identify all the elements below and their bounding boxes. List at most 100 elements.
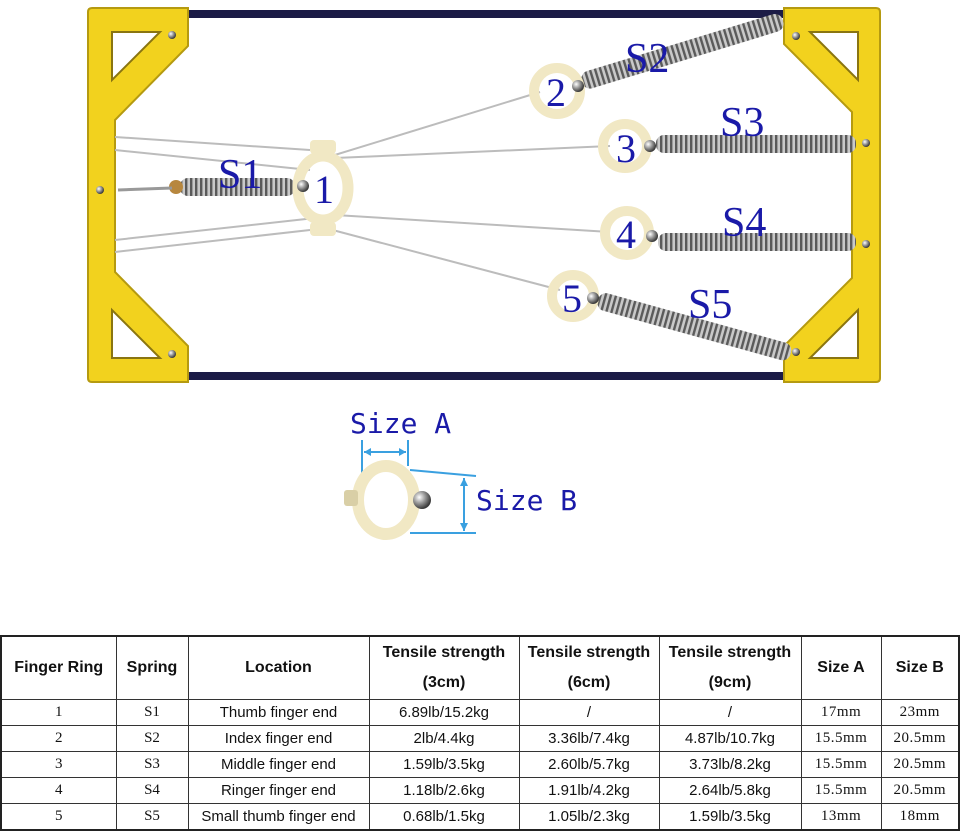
cell-finger-ring: 1 xyxy=(0,699,117,726)
cell-finger-ring: 4 xyxy=(0,777,117,804)
cell-tensile-3cm: 0.68lb/1.5kg xyxy=(368,803,520,831)
header-tensile-9cm: Tensile strength (9cm) xyxy=(658,635,802,700)
left-frame xyxy=(87,7,189,383)
header-size-b: Size B xyxy=(880,635,960,700)
right-frame xyxy=(783,7,881,383)
header-finger-ring-line1: Finger Ring xyxy=(14,659,104,676)
ring-labels: 1 2 3 4 5 xyxy=(314,70,636,321)
cell-size-a: 15.5mm xyxy=(800,777,882,804)
cell-tensile-6cm: 3.36lb/7.4kg xyxy=(518,725,660,752)
ring-label-5: 5 xyxy=(562,276,582,321)
spec-table: Finger Ring Spring Location Tensile strengt… xyxy=(0,635,960,831)
cell-size-a: 13mm xyxy=(800,803,882,831)
cell-tensile-3cm: 6.89lb/15.2kg xyxy=(368,699,520,726)
cell-size-b: 20.5mm xyxy=(880,751,960,778)
cell-location: Thumb finger end xyxy=(187,699,370,726)
table-header-row: Finger Ring Spring Location Tensile strengt… xyxy=(0,635,960,700)
header-tensile-9cm-line1: Tensile strength xyxy=(668,644,792,661)
cell-location: Index finger end xyxy=(187,725,370,752)
spring-s1 xyxy=(117,178,295,196)
frame-rails xyxy=(180,10,790,380)
cell-location: Ringer finger end xyxy=(187,777,370,804)
spring-s4 xyxy=(658,233,856,251)
cell-tensile-9cm: 4.87lb/10.7kg xyxy=(658,725,802,752)
header-size-a-line1: Size A xyxy=(817,659,865,676)
cell-size-a: 17mm xyxy=(800,699,882,726)
spring-s3 xyxy=(656,135,856,153)
header-tensile-3cm-line2: (3cm) xyxy=(422,674,466,691)
ring-label-2: 2 xyxy=(546,70,566,115)
cell-tensile-6cm: 2.60lb/5.7kg xyxy=(518,751,660,778)
cell-size-b: 18mm xyxy=(880,803,960,831)
header-tensile-6cm-line2: (6cm) xyxy=(567,674,611,691)
header-tensile-6cm-line1: Tensile strength xyxy=(527,644,651,661)
cell-tensile-6cm: 1.05lb/2.3kg xyxy=(518,803,660,831)
cell-tensile-3cm: 1.18lb/2.6kg xyxy=(368,777,520,804)
finger-trainer-diagram: 1 2 3 4 5 S1 S2 S3 S4 S5 xyxy=(87,7,881,383)
size-a-label: Size A xyxy=(350,407,451,440)
finger-ring-4 xyxy=(600,206,658,260)
cell-spring: S2 xyxy=(115,725,189,752)
cell-tensile-3cm: 2lb/4.4kg xyxy=(368,725,520,752)
cell-size-a: 15.5mm xyxy=(800,725,882,752)
header-location: Location xyxy=(187,635,370,700)
spring-label-s3: S3 xyxy=(720,100,764,146)
size-b-label: Size B xyxy=(476,484,577,517)
spring-s5 xyxy=(597,293,792,361)
spring-labels: S1 S2 S3 S4 S5 xyxy=(218,36,766,328)
cell-tensile-9cm: 1.59lb/3.5kg xyxy=(658,803,802,831)
header-tensile-3cm: Tensile strength (3cm) xyxy=(368,635,520,700)
size-b-dimension xyxy=(409,469,477,534)
cell-spring: S5 xyxy=(115,803,189,831)
header-tensile-9cm-line2: (9cm) xyxy=(708,674,752,691)
cell-finger-ring: 2 xyxy=(0,725,117,752)
spring-s2 xyxy=(581,13,784,89)
cell-tensile-9cm: 2.64lb/5.8kg xyxy=(658,777,802,804)
spring-label-s4: S4 xyxy=(722,200,766,246)
spring-label-s5: S5 xyxy=(688,282,732,328)
ring-label-1: 1 xyxy=(314,167,334,212)
header-location-line1: Location xyxy=(245,659,312,676)
cell-size-b: 20.5mm xyxy=(880,777,960,804)
cell-spring: S4 xyxy=(115,777,189,804)
header-size-a: Size A xyxy=(800,635,882,700)
cell-spring: S1 xyxy=(115,699,189,726)
spring-label-s2: S2 xyxy=(625,36,669,82)
cell-spring: S3 xyxy=(115,751,189,778)
cell-tensile-6cm: 1.91lb/4.2kg xyxy=(518,777,660,804)
cell-tensile-3cm: 1.59lb/3.5kg xyxy=(368,751,520,778)
header-tensile-6cm: Tensile strength (6cm) xyxy=(518,635,660,700)
ring-illustration xyxy=(344,460,431,540)
finger-rings xyxy=(292,63,658,322)
spring-label-s1: S1 xyxy=(218,152,262,198)
cell-tensile-6cm: / xyxy=(518,699,660,726)
header-size-b-line1: Size B xyxy=(895,659,944,676)
spec-table-container: Finger Ring Spring Location Tensile strengt… xyxy=(0,635,960,831)
springs xyxy=(117,13,856,361)
header-tensile-3cm-line1: Tensile strength xyxy=(382,644,506,661)
cell-tensile-9cm: 3.73lb/8.2kg xyxy=(658,751,802,778)
header-spring-line1: Spring xyxy=(126,659,178,676)
cell-size-b: 23mm xyxy=(880,699,960,726)
ring-label-4: 4 xyxy=(616,212,636,257)
cell-tensile-9cm: / xyxy=(658,699,802,726)
finger-ring-2 xyxy=(529,63,585,119)
cell-size-b: 20.5mm xyxy=(880,725,960,752)
ring-size-detail: Size A Size B xyxy=(344,407,577,540)
cords xyxy=(114,91,611,291)
cell-location: Middle finger end xyxy=(187,751,370,778)
header-spring: Spring xyxy=(115,635,189,700)
header-finger-ring: Finger Ring xyxy=(0,635,117,700)
cell-location: Small thumb finger end xyxy=(187,803,370,831)
finger-ring-3 xyxy=(598,119,656,173)
cell-finger-ring: 3 xyxy=(0,751,117,778)
cell-size-a: 15.5mm xyxy=(800,751,882,778)
finger-ring-5 xyxy=(547,270,599,322)
finger-ring-1 xyxy=(292,140,354,236)
